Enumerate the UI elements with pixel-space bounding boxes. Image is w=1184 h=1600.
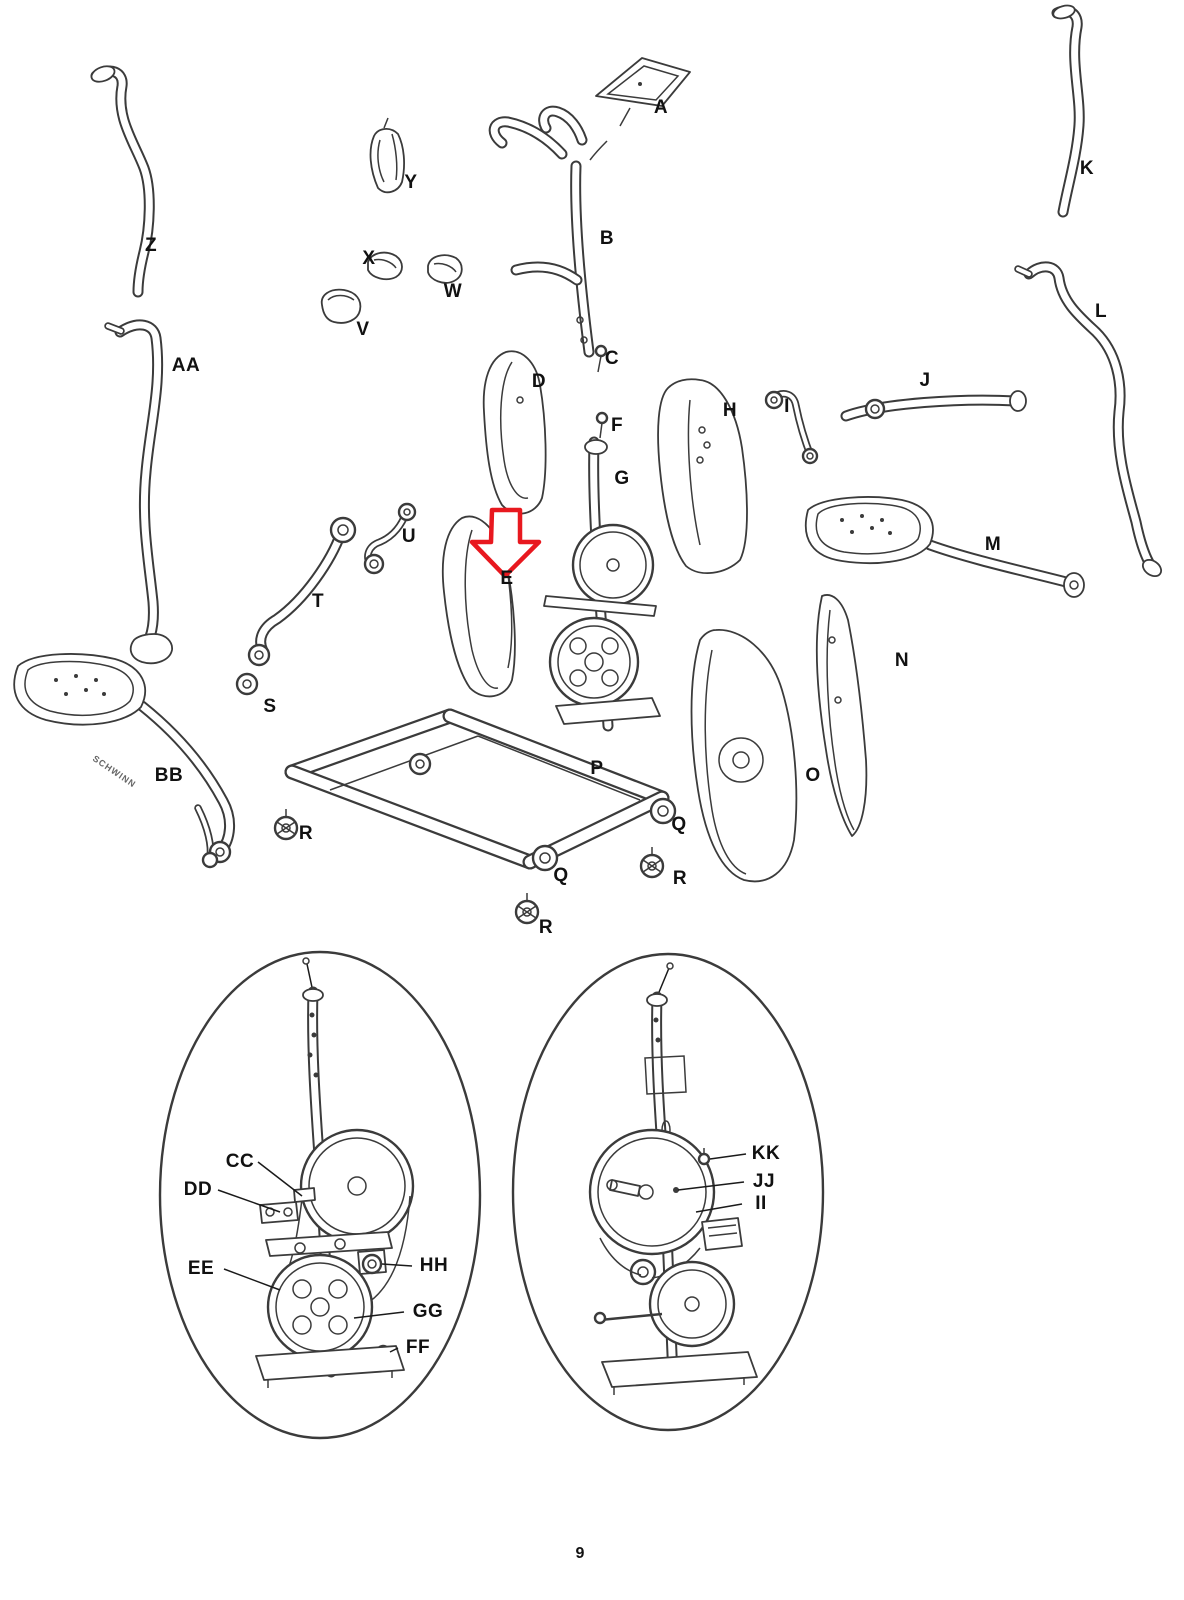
part-label-R: R [538,917,554,938]
detail-view-left [158,950,482,1440]
part-bb-pedal-assembly: SCHWINN [13,653,230,869]
arrow-to-part-e [469,507,542,579]
part-label-C: C [604,348,620,369]
part-k-handlebar [1052,4,1079,212]
part-label-J: J [919,370,931,391]
part-label-AA: AA [171,355,201,376]
part-label-X: X [362,248,376,269]
part-label-II: II [755,1193,767,1214]
part-label-I: I [784,396,790,417]
part-label-K: K [1079,158,1095,179]
part-r-leveler-foot [273,809,299,841]
part-z-handlebar [89,65,149,292]
part-label-GG: GG [412,1301,444,1322]
part-d-shroud [482,350,547,515]
part-label-T: T [311,591,325,612]
part-x-cover [367,251,403,281]
part-r-leveler-foot [514,893,540,925]
part-v-cover [320,288,362,324]
part-j-link-arm [846,390,1027,418]
part-label-H: H [722,400,738,421]
part-label-L: L [1094,301,1108,322]
part-m-pedal [804,496,1085,598]
part-p-frame-base [292,716,662,862]
part-aa-leg [104,325,173,665]
part-a-console [595,57,691,127]
part-label-M: M [984,534,1002,555]
part-label-B: B [599,228,615,249]
part-label-P: P [590,758,604,779]
part-label-Y: Y [404,172,418,193]
part-t-arm [247,516,357,667]
page-number: 9 [575,1545,585,1562]
part-b-handlebar-mast [494,111,608,352]
part-label-KK: KK [751,1143,781,1164]
part-q-transport-wheel [531,844,559,872]
part-w-cover [427,254,463,284]
part-label-BB: BB [154,765,184,786]
part-label-G: G [614,468,630,489]
part-label-N: N [894,650,910,671]
part-label-R: R [298,823,314,844]
part-r-leveler-foot [639,847,665,879]
part-label-S: S [263,696,277,717]
part-label-A: A [653,97,669,118]
part-label-F: F [610,415,624,436]
part-label-EE: EE [187,1258,215,1279]
part-u-link [363,502,417,575]
part-label-V: V [356,319,370,340]
part-label-O: O [805,765,821,786]
part-n-shroud-strip [815,594,868,837]
part-label-Z: Z [144,235,158,256]
part-label-W: W [443,281,463,302]
part-label-CC: CC [225,1151,255,1172]
part-label-FF: FF [405,1337,431,1358]
part-label-D: D [531,371,547,392]
detail-view-right [511,952,825,1432]
part-label-Q: Q [671,814,687,835]
part-y-bottle-holder [369,117,405,194]
part-o-shroud [690,629,798,883]
part-label-R: R [672,868,688,889]
part-l-handlebar [1014,267,1163,578]
part-label-U: U [401,526,417,547]
part-label-HH: HH [419,1255,449,1276]
part-c-bolt [594,344,608,373]
part-h-shroud [657,378,748,574]
part-label-Q: Q [553,865,569,886]
brand-marking-text: SCHWINN [91,753,138,789]
part-label-DD: DD [183,1179,213,1200]
part-f-bolt [595,411,609,439]
part-label-E: E [500,568,514,589]
part-s-bolt [235,672,259,696]
part-i-crank-link [764,392,819,465]
part-label-JJ: JJ [752,1171,776,1192]
part-q-transport-wheel [649,797,677,825]
part-g-frame-upright [543,440,661,726]
